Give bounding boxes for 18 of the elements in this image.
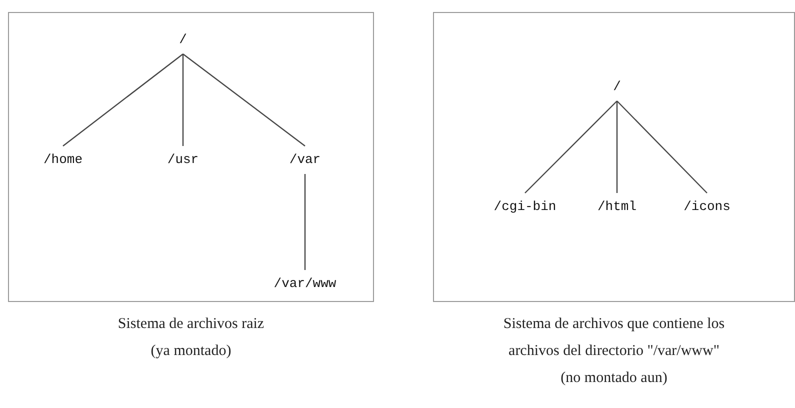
directory-label: / xyxy=(611,73,623,101)
directory-label: /var/www xyxy=(272,270,338,298)
tree-line xyxy=(524,100,618,194)
directory-label: /html xyxy=(596,193,638,221)
tree-line xyxy=(616,100,708,194)
directory-label: /var xyxy=(287,146,323,174)
tree-line xyxy=(182,54,184,146)
directory-label: /icons xyxy=(682,193,732,221)
directory-label: /home xyxy=(42,146,84,174)
panel-label: Sistema de archivos que contiene los archivos del directorio "/var/www" (no montado aun) xyxy=(502,315,726,388)
panel-label: Sistema de archivos raiz (ya montado) xyxy=(116,315,266,361)
directory-label: /usr xyxy=(165,146,201,174)
directory-label: / xyxy=(177,26,189,54)
tree-line xyxy=(616,101,618,193)
tree-line xyxy=(62,54,184,146)
tree-line xyxy=(182,54,306,146)
tree-line xyxy=(304,174,306,270)
directory-label: /cgi-bin xyxy=(492,193,558,221)
